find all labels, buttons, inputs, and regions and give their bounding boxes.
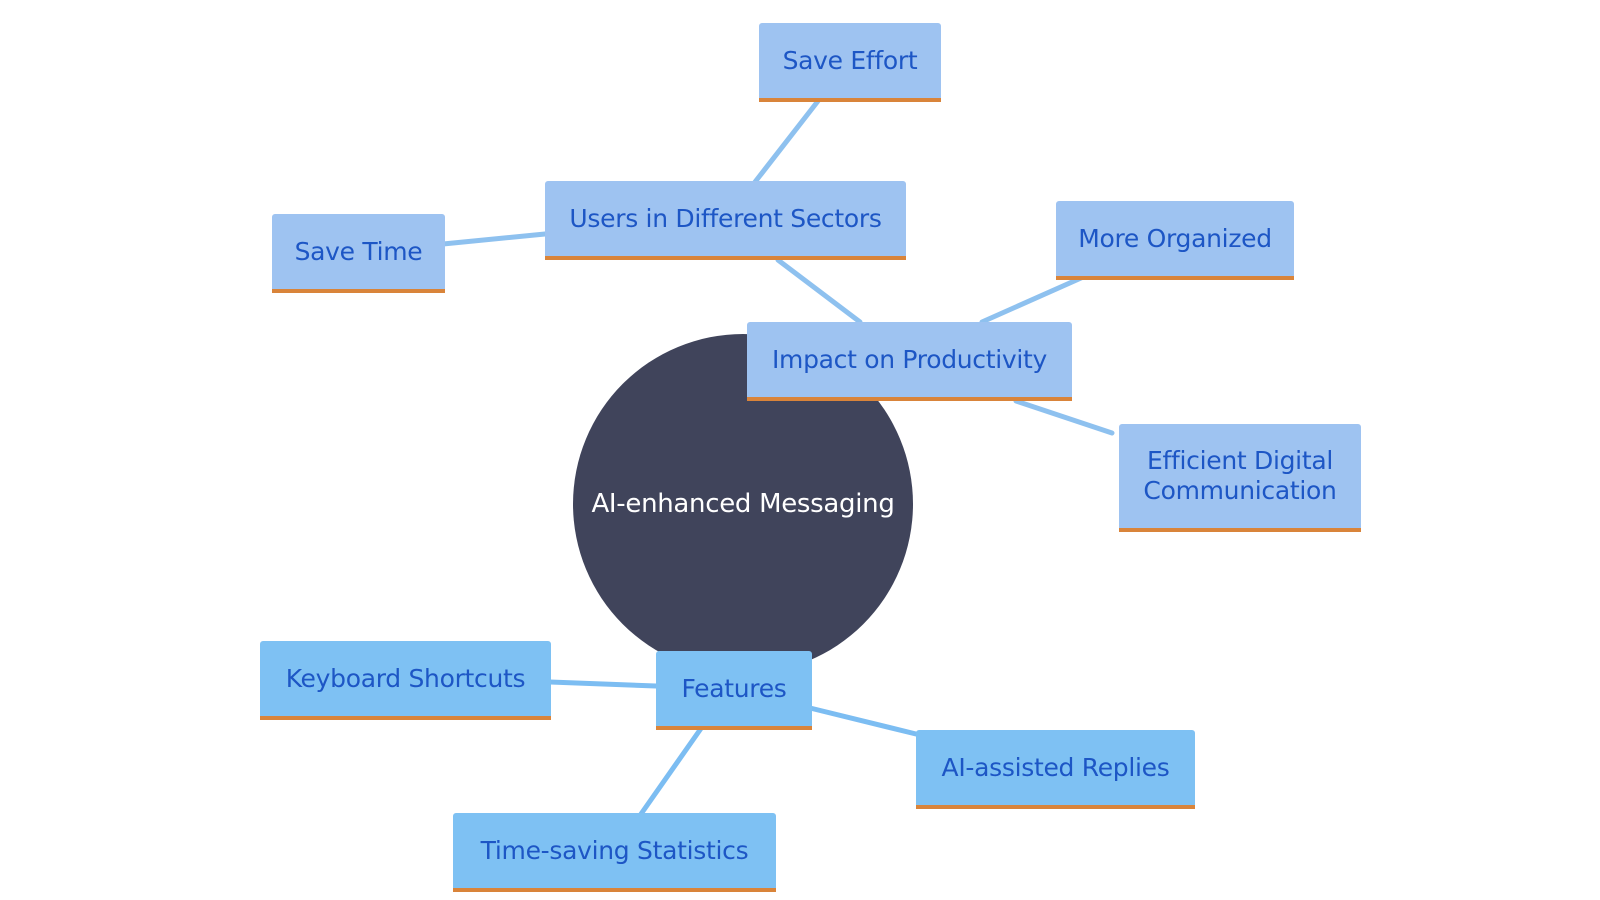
node-more-organized[interactable]: More Organized — [1056, 201, 1294, 280]
node-features-label: Features — [681, 673, 787, 703]
central-topic-label: AI-enhanced Messaging — [591, 489, 895, 519]
node-impact-on-productivity[interactable]: Impact on Productivity — [747, 322, 1072, 401]
node-ai-replies-label: AI-assisted Replies — [941, 752, 1170, 782]
node-save-time-label: Save Time — [294, 236, 423, 266]
edge-users-save-time — [440, 231, 548, 247]
edge-users-impact — [775, 257, 863, 325]
node-efficient-digital-communication[interactable]: Efficient Digital Communication — [1119, 424, 1361, 532]
node-users-label: Users in Different Sectors — [569, 203, 882, 233]
node-stats-label: Time-saving Statistics — [480, 835, 749, 865]
node-more-organized-label: More Organized — [1078, 223, 1272, 253]
node-features[interactable]: Features — [656, 651, 812, 730]
node-save-time[interactable]: Save Time — [272, 214, 445, 293]
node-impact-label: Impact on Productivity — [771, 344, 1048, 374]
edge-impact-efficient — [1013, 398, 1115, 436]
node-keyboard-shortcuts[interactable]: Keyboard Shortcuts — [260, 641, 551, 720]
edge-impact-more-organized — [979, 271, 1093, 325]
edge-users-save-effort — [752, 98, 821, 185]
node-save-effort-label: Save Effort — [782, 45, 918, 75]
node-ai-assisted-replies[interactable]: AI-assisted Replies — [916, 730, 1195, 809]
node-efficient-label: Efficient Digital Communication — [1143, 446, 1337, 505]
edge-features-keyboard — [547, 679, 659, 689]
edge-features-stats — [638, 724, 705, 817]
node-time-saving-statistics[interactable]: Time-saving Statistics — [453, 813, 776, 892]
node-users-in-different-sectors[interactable]: Users in Different Sectors — [545, 181, 906, 260]
edge-features-ai-replies — [807, 705, 919, 737]
node-keyboard-label: Keyboard Shortcuts — [285, 663, 526, 693]
node-save-effort[interactable]: Save Effort — [759, 23, 941, 102]
